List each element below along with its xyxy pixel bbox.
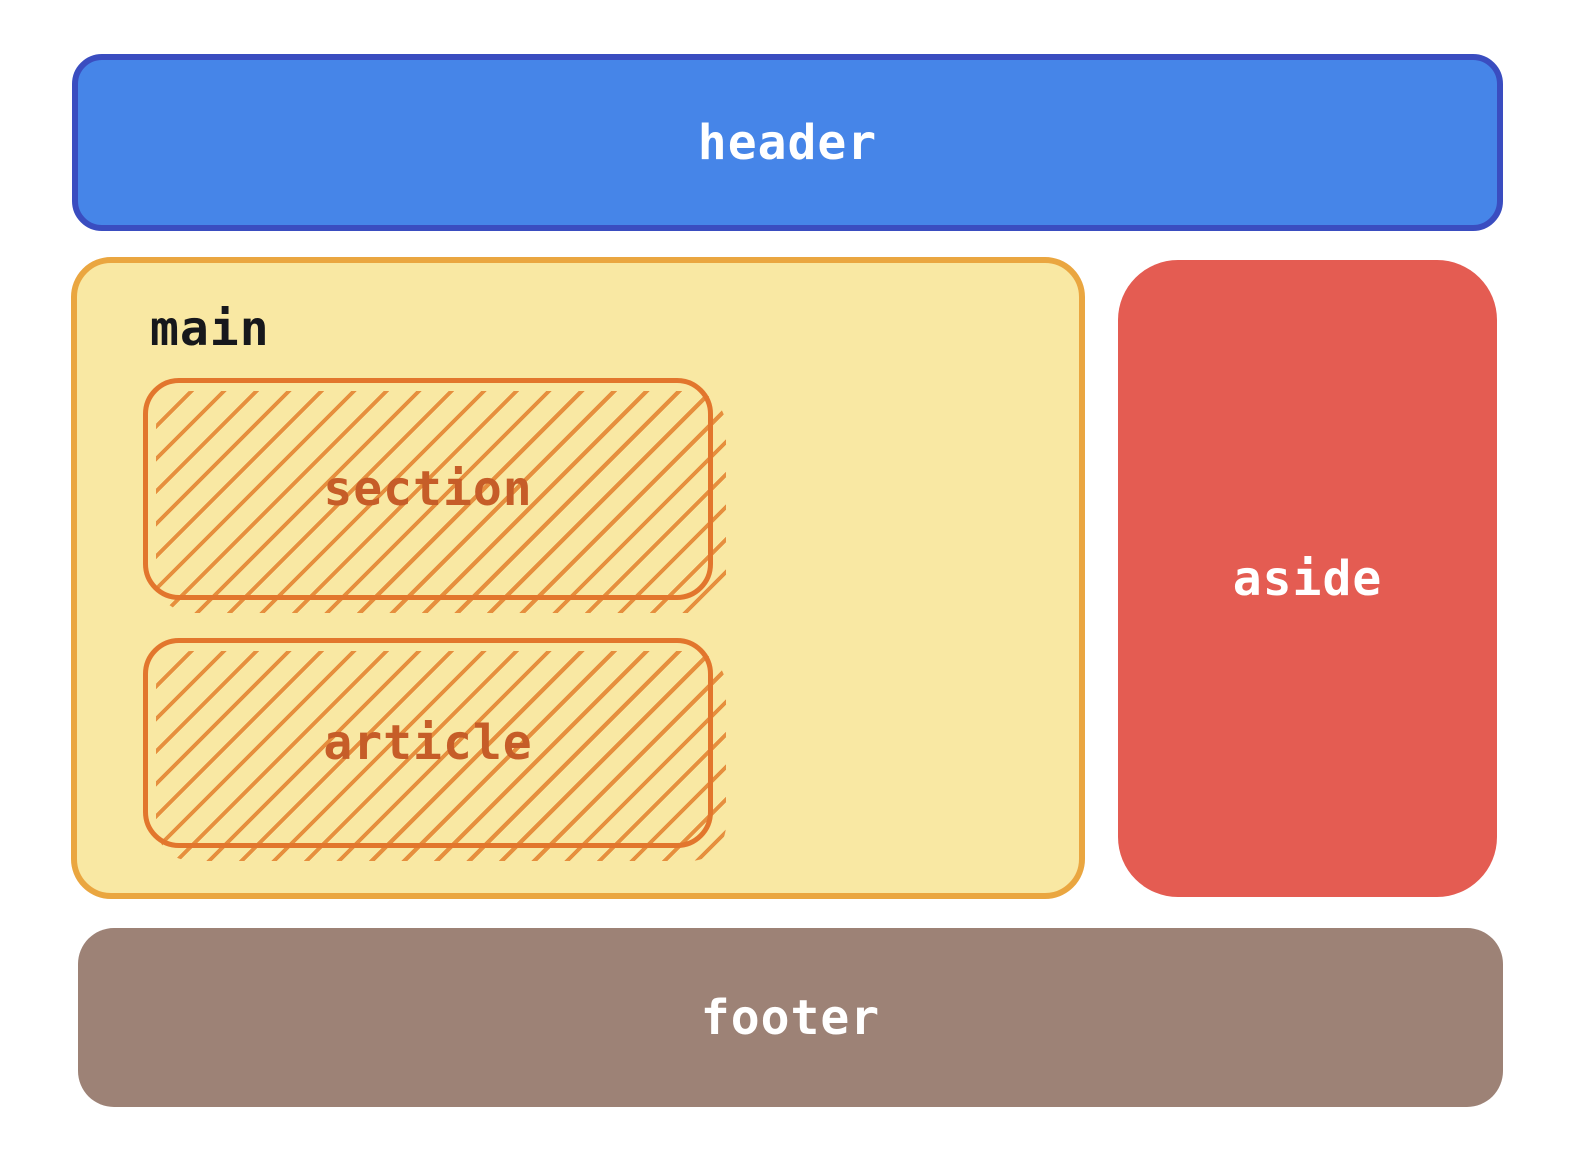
aside-label: aside	[1232, 550, 1383, 607]
section-hatch-fill	[156, 391, 726, 613]
section-label-wrap: section	[143, 378, 713, 600]
main-label: main	[150, 301, 270, 357]
article-hatch-fill	[156, 651, 726, 861]
main-box: main section article	[71, 257, 1085, 899]
header-label: header	[697, 114, 878, 171]
article-label-wrap: article	[143, 638, 713, 848]
article-box: article	[143, 638, 726, 861]
header-box: header	[72, 54, 1503, 231]
section-label: section	[323, 461, 533, 517]
footer-label: footer	[700, 989, 881, 1046]
footer-box: footer	[78, 928, 1503, 1107]
section-border	[143, 378, 713, 600]
aside-box: aside	[1118, 260, 1497, 897]
section-box: section	[143, 378, 726, 613]
article-border	[143, 638, 713, 848]
article-label: article	[323, 715, 533, 771]
